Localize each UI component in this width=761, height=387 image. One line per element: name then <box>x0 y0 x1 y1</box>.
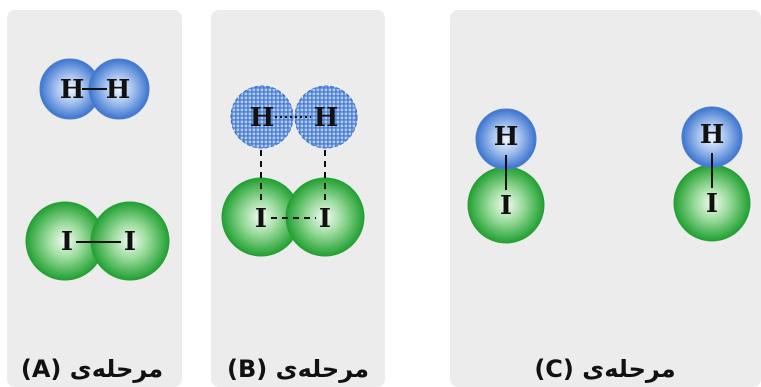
atom-label: I <box>706 189 718 219</box>
atom-label: I <box>61 227 73 257</box>
stage-b-transition-state: H H I I <box>221 85 365 257</box>
stage-a-i2-molecule: I I <box>25 201 170 281</box>
stage-a-h2-molecule: H H <box>39 58 150 120</box>
atom-label: H <box>494 122 519 152</box>
stage-c-caption: مرحله‌ی (C) <box>534 355 676 383</box>
stage-b-caption: مرحله‌ی (B) <box>226 355 370 383</box>
atom-label: I <box>319 204 331 234</box>
atom-label: H <box>250 103 275 133</box>
hydrogen-atom-left <box>230 85 294 149</box>
atom-label: I <box>255 204 267 234</box>
stage-a-caption: مرحله‌ی (A) <box>20 355 164 383</box>
atom-label: H <box>700 120 725 150</box>
atom-label: H <box>314 103 339 133</box>
atom-label: H <box>60 75 85 105</box>
stage-c-hi-molecule-left: H I <box>467 108 545 244</box>
stage-c-hi-molecule-right: H I <box>673 106 751 242</box>
atom-label: H <box>106 75 131 105</box>
atom-label: I <box>500 191 512 221</box>
atom-label: I <box>124 227 136 257</box>
